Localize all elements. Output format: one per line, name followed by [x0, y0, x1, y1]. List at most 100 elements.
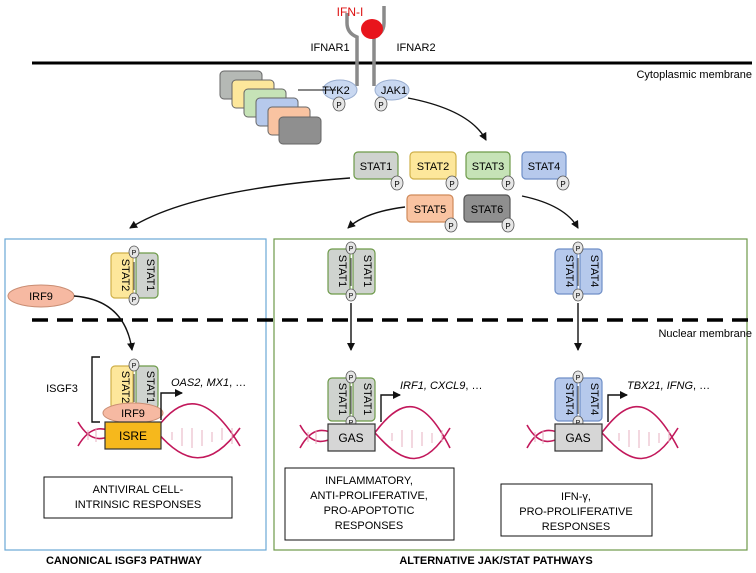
svg-text:P: P	[132, 363, 137, 370]
isre-label: ISRE	[119, 429, 147, 443]
inflammatory-response-line3: PRO-APOPTOTIC	[324, 505, 415, 517]
svg-text:P: P	[349, 293, 354, 300]
svg-text:P: P	[560, 180, 565, 189]
ifnar2-label: IFNAR2	[396, 42, 435, 54]
canonical-pathway-frame	[4, 238, 267, 551]
svg-text:STAT1: STAT1	[361, 383, 373, 416]
svg-text:P: P	[349, 246, 354, 253]
gas-label-stat4: GAS	[565, 431, 590, 445]
alternative-pathway-title: ALTERNATIVE JAK/STAT PATHWAYS	[399, 555, 592, 567]
gas-element-stat4	[554, 423, 603, 452]
svg-text:P: P	[576, 293, 581, 300]
arrow-irf9-to-nucleus	[73, 295, 135, 351]
svg-text:STAT4: STAT4	[528, 161, 561, 173]
stat6-phospho-monomer: STAT6 P	[463, 194, 515, 233]
svg-text:P: P	[336, 101, 341, 110]
svg-text:STAT1: STAT1	[360, 161, 393, 173]
svg-text:STAT1: STAT1	[336, 255, 348, 288]
jak1-kinase	[374, 79, 410, 101]
svg-text:STAT4: STAT4	[588, 383, 600, 416]
svg-text:P: P	[449, 180, 454, 189]
stat1-dimer-nucleus: STAT1 STAT1 P P	[327, 370, 376, 429]
antiviral-response-line1: ANTIVIRAL CELL-	[93, 484, 184, 496]
svg-text:P: P	[576, 246, 581, 253]
proliferative-response-line1: IFN-γ,	[561, 491, 591, 503]
svg-text:STAT3: STAT3	[472, 161, 505, 173]
stat1-phospho-monomer: STAT1 P	[353, 151, 404, 191]
ifn-i-ligand	[361, 19, 383, 39]
inflammatory-response-line1: INFLAMMATORY,	[325, 475, 413, 487]
svg-text:STAT6: STAT6	[471, 204, 504, 216]
antiviral-response-box	[43, 476, 233, 519]
inflammatory-response-line4: RESPONSES	[335, 520, 403, 532]
isgf3-bracket	[91, 356, 100, 423]
stat1-target-genes: IRF1, CXCL9, …	[400, 380, 483, 392]
svg-text:STAT2: STAT2	[119, 371, 131, 404]
stat5-phospho-monomer: STAT5 P	[406, 194, 458, 233]
stat2-phospho-monomer: STAT2 P	[409, 151, 459, 191]
inactive-stat-stack	[219, 70, 322, 145]
jak1-phospho: P	[374, 96, 388, 112]
svg-text:STAT1: STAT1	[336, 383, 348, 416]
arrow-to-stat1-dimer	[347, 206, 406, 229]
svg-text:STAT2: STAT2	[119, 259, 131, 292]
svg-text:P: P	[505, 180, 510, 189]
svg-text:STAT5: STAT5	[414, 204, 447, 216]
tyk2-phospho: P	[332, 96, 346, 112]
isre-transcription-arrow	[160, 389, 183, 420]
proliferative-response-line3: RESPONSES	[542, 521, 610, 533]
svg-text:STAT1: STAT1	[144, 371, 156, 404]
svg-text:P: P	[505, 222, 510, 231]
svg-text:P: P	[349, 375, 354, 382]
isre-element	[104, 421, 162, 450]
svg-text:P: P	[576, 375, 581, 382]
arrow-jak1-to-stats	[407, 97, 487, 141]
canonical-pathway-title: CANONICAL ISGF3 PATHWAY	[46, 555, 203, 567]
arrow-to-stat4-dimer	[521, 195, 579, 229]
alternative-pathway-frame	[273, 238, 748, 551]
isgf3-label: ISGF3	[46, 383, 78, 395]
svg-text:STAT4: STAT4	[563, 383, 575, 416]
proliferative-response-box	[500, 483, 653, 537]
dna-helix-stat1	[299, 405, 451, 460]
stat2-stat1-dimer-cytoplasm: STAT2 STAT1 P P	[110, 245, 159, 306]
jak1-label: JAK1	[381, 85, 407, 97]
irf9-cytoplasm: IRF9	[7, 284, 75, 308]
svg-text:P: P	[132, 250, 137, 257]
gas-label-stat1: GAS	[338, 431, 363, 445]
stat4-dimer-cytoplasm: STAT4 STAT4 P P	[554, 241, 603, 302]
proliferative-response-line2: PRO-PROLIFERATIVE	[519, 506, 632, 518]
stat1-dimer-cytoplasm: STAT1 STAT1 P P	[327, 241, 376, 302]
stat3-phospho-monomer: STAT3 P	[465, 151, 515, 191]
svg-text:STAT1: STAT1	[361, 255, 373, 288]
dna-helix-stat4	[526, 405, 679, 460]
isre-target-genes: OAS2, MX1, …	[171, 377, 246, 389]
svg-text:IRF9: IRF9	[121, 408, 145, 420]
cytoplasmic-membrane-label: Cytoplasmic membrane	[636, 69, 752, 81]
inflammatory-response-line2: ANTI-PROLIFERATIVE,	[310, 490, 428, 502]
svg-text:P: P	[394, 180, 399, 189]
inflammatory-response-box	[284, 467, 455, 541]
antiviral-response-line2: INTRINSIC RESPONSES	[75, 499, 202, 511]
svg-text:P: P	[448, 222, 453, 231]
isgf3-complex: STAT2 STAT1 P P IRF9	[102, 358, 164, 424]
stat4-dimer-nucleus: STAT4 STAT4 P P	[554, 370, 603, 429]
nuclear-membrane-label: Nuclear membrane	[658, 328, 752, 340]
gas-stat1-transcription-arrow	[380, 391, 401, 422]
svg-text:IRF9: IRF9	[29, 291, 53, 303]
stat4-phospho-monomer: STAT4 P	[521, 151, 570, 191]
arrow-to-canonical	[129, 177, 351, 229]
ifnar1-label: IFNAR1	[310, 42, 349, 54]
svg-text:P: P	[378, 101, 383, 110]
stat4-target-genes: TBX21, IFNG, …	[627, 380, 710, 392]
svg-text:STAT2: STAT2	[417, 161, 450, 173]
tyk2-label: TYK2	[322, 85, 350, 97]
svg-text:P: P	[132, 297, 137, 304]
svg-text:STAT1: STAT1	[144, 259, 156, 292]
gas-element-stat1	[327, 423, 376, 452]
ifn-i-label: IFN-I	[337, 5, 364, 19]
svg-text:STAT4: STAT4	[588, 255, 600, 288]
gas-stat4-transcription-arrow	[607, 391, 628, 422]
